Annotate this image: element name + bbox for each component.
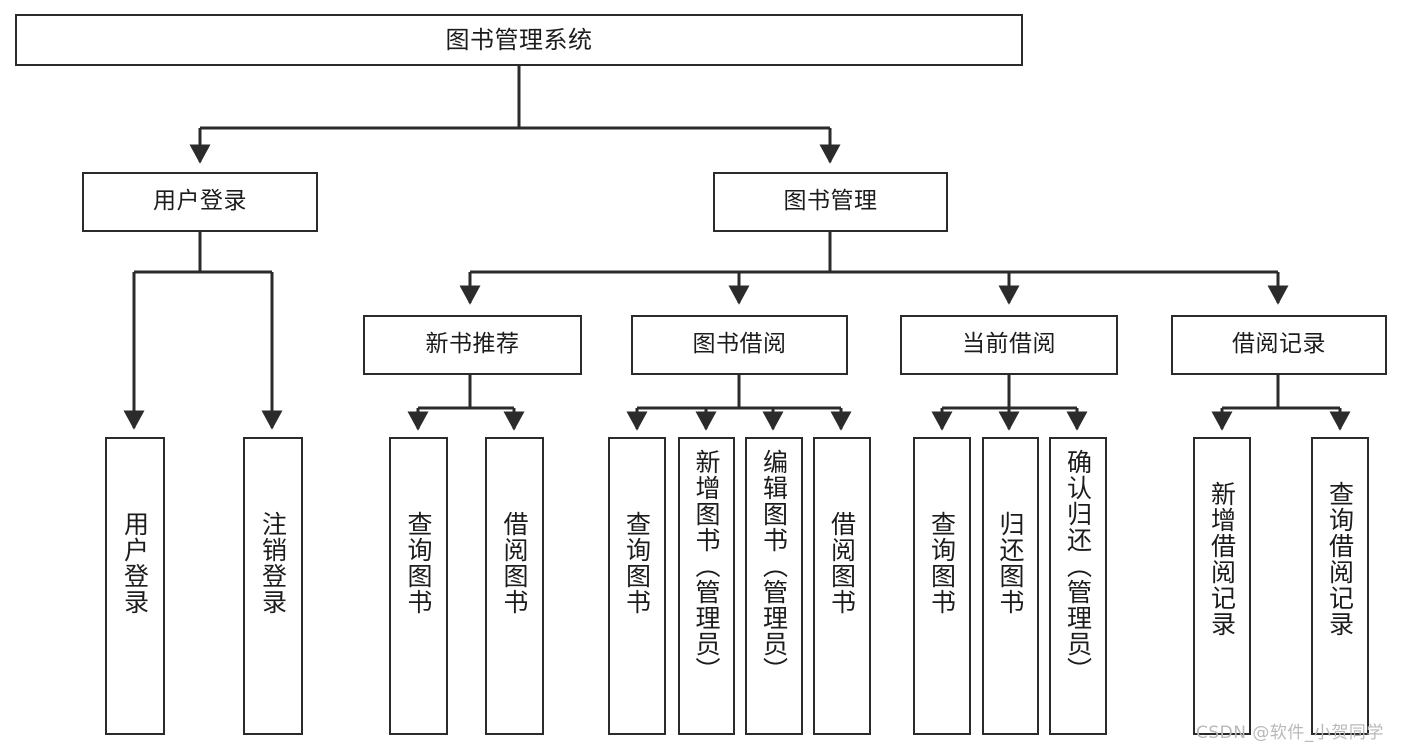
node-leaf-add-book-label: 新增图书（管理员） (692, 449, 721, 683)
node-borrow-record[interactable]: 借阅记录 (1171, 315, 1387, 375)
node-leaf-borrow-book-2[interactable]: 借阅图书 (813, 437, 871, 735)
node-leaf-query-record[interactable]: 查询借阅记录 (1311, 437, 1369, 735)
node-leaf-query-book-1[interactable]: 查询图书 (389, 437, 448, 735)
node-book-borrow[interactable]: 图书借阅 (631, 315, 848, 375)
node-user-login[interactable]: 用户登录 (82, 172, 318, 232)
node-leaf-user-login-label: 用户登录 (120, 511, 150, 615)
node-root-label: 图书管理系统 (445, 25, 593, 54)
node-new-book-rec[interactable]: 新书推荐 (363, 315, 582, 375)
node-leaf-edit-book-label: 编辑图书（管理员） (759, 449, 789, 683)
node-leaf-query-book-3[interactable]: 查询图书 (913, 437, 971, 735)
node-current-borrow[interactable]: 当前借阅 (900, 315, 1118, 375)
node-leaf-query-record-label: 查询借阅记录 (1325, 481, 1355, 637)
node-leaf-user-logout-label: 注销登录 (258, 511, 288, 615)
node-leaf-confirm-return[interactable]: 确认归还（管理员） (1049, 437, 1107, 735)
node-leaf-return-book[interactable]: 归还图书 (982, 437, 1039, 735)
node-leaf-borrow-book-1[interactable]: 借阅图书 (485, 437, 544, 735)
node-user-login-label: 用户登录 (153, 188, 247, 215)
node-leaf-add-book[interactable]: 新增图书（管理员） (678, 437, 735, 735)
node-leaf-user-logout[interactable]: 注销登录 (243, 437, 303, 735)
node-leaf-user-login[interactable]: 用户登录 (105, 437, 165, 735)
node-leaf-confirm-return-label: 确认归还（管理员） (1063, 449, 1093, 683)
node-book-manage-label: 图书管理 (783, 188, 878, 215)
node-leaf-return-book-label: 归还图书 (996, 511, 1025, 615)
node-new-book-rec-label: 新书推荐 (425, 331, 520, 358)
node-leaf-edit-book[interactable]: 编辑图书（管理员） (745, 437, 803, 735)
node-book-borrow-label: 图书借阅 (692, 331, 787, 358)
node-borrow-record-label: 借阅记录 (1232, 331, 1326, 358)
node-current-borrow-label: 当前借阅 (962, 331, 1056, 358)
node-leaf-query-book-2[interactable]: 查询图书 (608, 437, 666, 735)
node-book-manage[interactable]: 图书管理 (713, 172, 948, 232)
node-leaf-query-book-2-label: 查询图书 (622, 511, 652, 615)
node-leaf-borrow-book-1-label: 借阅图书 (500, 511, 529, 615)
node-leaf-query-book-1-label: 查询图书 (404, 511, 433, 615)
node-leaf-add-record[interactable]: 新增借阅记录 (1193, 437, 1251, 735)
node-root[interactable]: 图书管理系统 (15, 14, 1023, 66)
node-leaf-add-record-label: 新增借阅记录 (1207, 481, 1237, 637)
node-leaf-query-book-3-label: 查询图书 (927, 511, 957, 615)
node-leaf-borrow-book-2-label: 借阅图书 (827, 511, 857, 615)
csdn-watermark: CSDN @软件_小贺同学 (1196, 723, 1384, 743)
